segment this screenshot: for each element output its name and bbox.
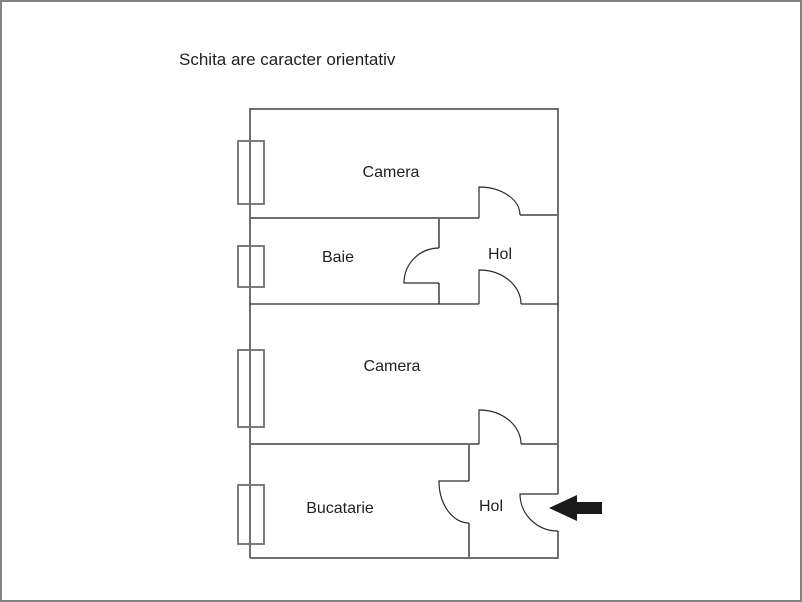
room-label-camera-middle: Camera (364, 358, 421, 375)
window-icon (237, 484, 265, 545)
door-swing-icon (403, 247, 440, 284)
wall-left-top-right (249, 108, 559, 558)
door-swing-icon (478, 269, 522, 305)
room-label-hol-top: Hol (488, 246, 512, 263)
outer-walls (249, 108, 559, 559)
entrance-arrow-icon (549, 495, 602, 521)
room-label-hol-bottom: Hol (479, 498, 503, 515)
door-swing-icon (478, 186, 521, 218)
room-label-bucatarie: Bucatarie (306, 500, 374, 517)
windows (237, 140, 265, 545)
wall-right-bottom (250, 531, 559, 559)
window-icon (237, 349, 265, 428)
window-icon (237, 140, 265, 205)
doors (403, 186, 559, 532)
interior-walls (250, 214, 558, 558)
room-label-baie: Baie (322, 249, 354, 266)
door-swing-icon (438, 480, 470, 524)
page-title: Schita are caracter orientativ (179, 50, 396, 69)
window-icon (237, 245, 265, 288)
door-swing-icon (478, 409, 522, 445)
door-swing-icon (519, 493, 559, 532)
room-label-camera-top: Camera (363, 164, 420, 181)
room-labels: Camera Baie Hol Camera Bucatarie Hol (306, 164, 512, 517)
